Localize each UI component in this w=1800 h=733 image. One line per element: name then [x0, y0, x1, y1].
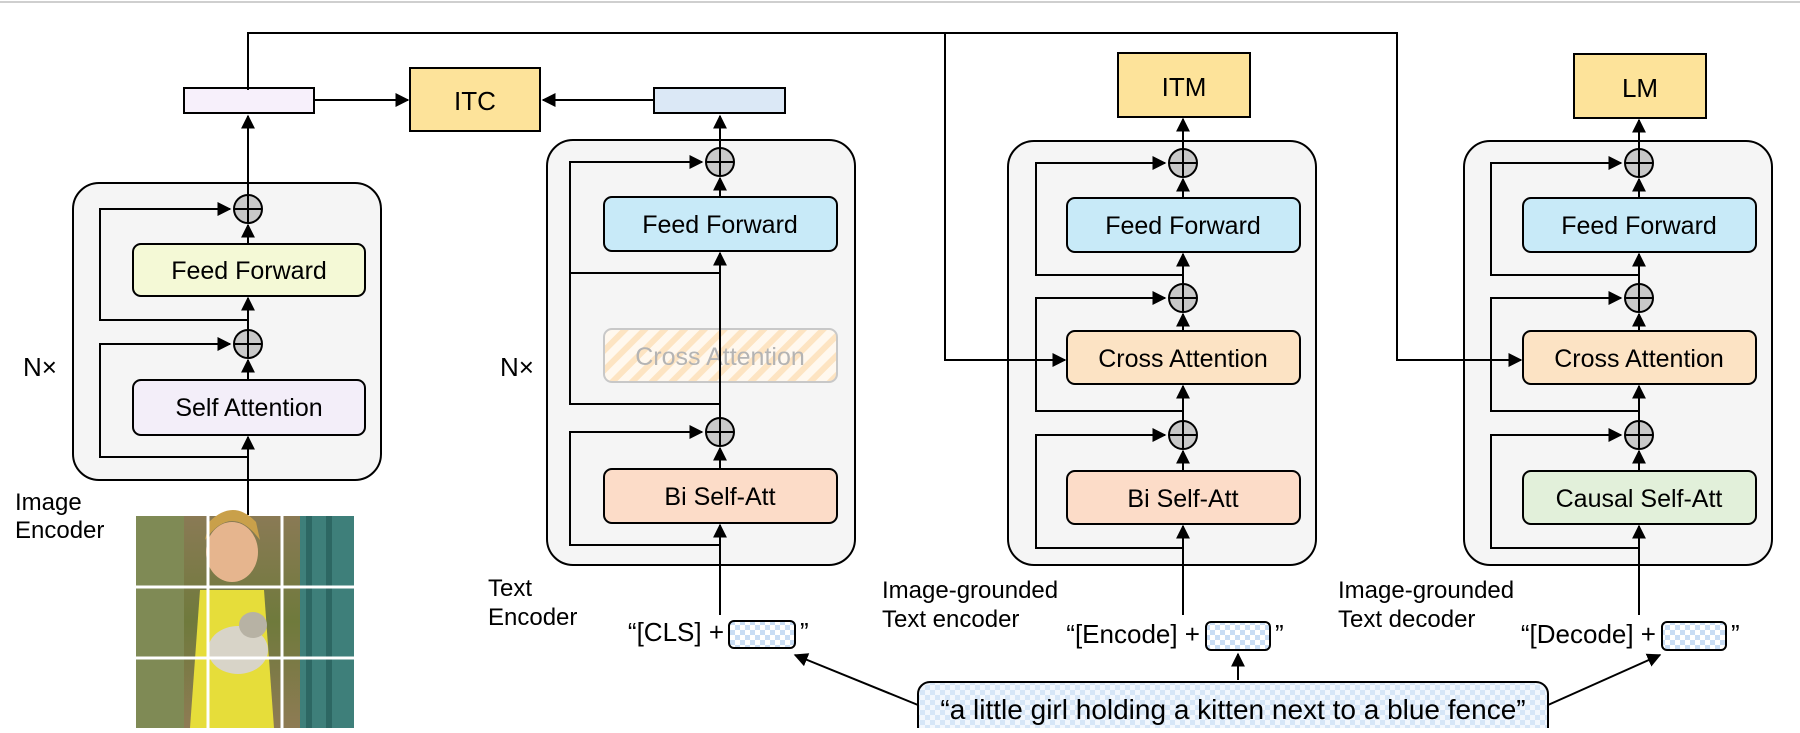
text-encoder-input-suffix: ”: [800, 617, 809, 647]
grounded-enc-add-icon-2: [1168, 283, 1198, 313]
grounded-dec-ff-label: Feed Forward: [1561, 212, 1717, 240]
grounded-decoder-caption-line1: Image-grounded: [1338, 577, 1514, 604]
text-encoder: Feed Forward Cross Attention Bi Self-Att…: [488, 87, 856, 649]
image-grounded-text-encoder: ITM Feed Forward Cross Attention Bi Self…: [882, 52, 1317, 651]
text-embedding-bar: [653, 87, 786, 114]
text-encoder-caption-line2: Encoder: [488, 604, 577, 631]
image-encoder-caption-line1: Image: [15, 489, 82, 516]
grounded-dec-add-icon-3: [1624, 420, 1654, 450]
grounded-dec-add-icon-1: [1624, 148, 1654, 178]
image-grounded-text-decoder: LM Feed Forward Cross Attention Causal S…: [1338, 53, 1773, 651]
grounded-enc-add-icon-1: [1168, 148, 1198, 178]
input-caption-box: [917, 681, 1549, 733]
itc-label: ITC: [454, 86, 496, 116]
image-add-icon-top: [233, 194, 263, 224]
text-ff-label: Feed Forward: [642, 211, 798, 239]
grounded-encoder-caption-line2: Text encoder: [882, 606, 1019, 633]
itm-loss-box: [1117, 52, 1251, 118]
grounded-enc-bi-self-att-label: Bi Self-Att: [1127, 485, 1238, 513]
itc-loss-box: [409, 67, 541, 132]
grounded-enc-ff-label: Feed Forward: [1105, 212, 1261, 240]
lm-loss-box: [1573, 53, 1707, 119]
text-encoder-caption-line1: Text: [488, 575, 532, 602]
grounded-enc-cross-attention-label: Cross Attention: [1098, 345, 1268, 373]
image-add-icon-bottom: [233, 329, 263, 359]
input-caption-text: “a little girl holding a kitten next to …: [940, 694, 1525, 725]
text-add-icon-bottom: [705, 417, 735, 447]
input-image-photo: [136, 510, 354, 728]
grounded-decoder-caption-line2: Text decoder: [1338, 606, 1475, 633]
image-ff-label: Feed Forward: [171, 257, 327, 285]
image-encoder-caption-line2: Encoder: [15, 517, 104, 544]
grounded-enc-add-icon-3: [1168, 420, 1198, 450]
grounded-decoder-input-token: [1661, 621, 1727, 651]
grounded-dec-cross-attention-label: Cross Attention: [1554, 345, 1724, 373]
image-embedding-bar: [183, 87, 315, 114]
grounded-encoder-caption-line1: Image-grounded: [882, 577, 1058, 604]
grounded-encoder-input-token: [1205, 621, 1271, 651]
image-sa-label: Self Attention: [175, 394, 322, 422]
image-feature-route: [247, 32, 1523, 367]
grounded-dec-causal-self-att-label: Causal Self-Att: [1556, 485, 1723, 513]
text-add-icon-top: [705, 147, 735, 177]
grounded-dec-add-icon-2: [1624, 283, 1654, 313]
text-encoder-input-prefix: “[CLS] +: [628, 617, 724, 647]
image-encoder-repeat-label: N×: [23, 352, 57, 382]
grounded-encoder-input-prefix: “[Encode] +: [1066, 619, 1200, 649]
text-encoder-repeat-label: N×: [500, 352, 534, 382]
itm-label: ITM: [1162, 72, 1207, 102]
grounded-decoder-input-suffix: ”: [1731, 619, 1740, 649]
grounded-decoder-input-prefix: “[Decode] +: [1521, 619, 1656, 649]
image-encoder: Feed Forward Self Attention N× Image Enc…: [15, 87, 382, 728]
grounded-encoder-input-suffix: ”: [1275, 619, 1284, 649]
input-caption: “a little girl holding a kitten next to …: [793, 652, 1662, 733]
lm-label: LM: [1622, 73, 1658, 103]
text-bi-self-att-label: Bi Self-Att: [664, 483, 775, 511]
text-encoder-input-token: [728, 620, 796, 649]
